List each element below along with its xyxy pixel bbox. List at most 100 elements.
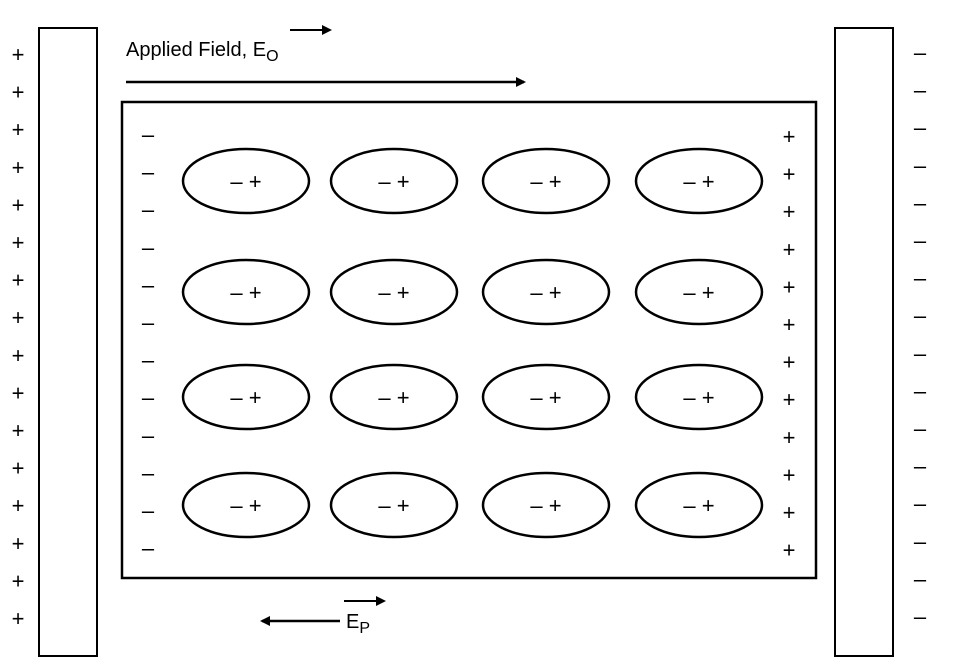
surface-charge-minus: –: [142, 460, 155, 485]
plate-charge-minus: –: [914, 416, 927, 441]
dipole: – +: [329, 258, 459, 326]
dipole-label: – +: [530, 280, 561, 305]
dipole-label: – +: [230, 169, 261, 194]
plate-charge-minus: –: [914, 341, 927, 366]
dipole: – +: [481, 471, 611, 539]
left-plate-charges: ++++++++++++++++: [12, 42, 25, 631]
surface-charge-plus: +: [783, 274, 796, 299]
plate-charge-plus: +: [12, 531, 25, 556]
surface-charge-minus: –: [142, 235, 155, 260]
surface-charge-minus: –: [142, 348, 155, 373]
surface-charge-plus: +: [783, 124, 796, 149]
surface-charge-plus: +: [783, 387, 796, 412]
surface-charge-plus: +: [783, 162, 796, 187]
plate-charge-minus: –: [914, 115, 927, 140]
surface-charge-plus: +: [783, 500, 796, 525]
dipole-label: – +: [530, 385, 561, 410]
dipole-label: – +: [378, 169, 409, 194]
plate-charge-plus: +: [12, 380, 25, 405]
surface-charge-plus: +: [783, 425, 796, 450]
dipole: – +: [634, 147, 764, 215]
dipole-ellipse: [481, 147, 611, 215]
dipole-label: – +: [378, 280, 409, 305]
dipole-ellipse: [634, 258, 764, 326]
dipole: – +: [634, 471, 764, 539]
dipole-ellipse: [634, 147, 764, 215]
dipole-ellipse: [329, 147, 459, 215]
plate-charge-minus: –: [914, 190, 927, 215]
dipole: – +: [329, 471, 459, 539]
plate-charge-minus: –: [914, 378, 927, 403]
surface-charge-plus: +: [783, 312, 796, 337]
dipole-ellipse: [329, 258, 459, 326]
surface-charge-minus: –: [142, 385, 155, 410]
left-plate: [38, 27, 98, 657]
surface-charge-plus: +: [783, 538, 796, 563]
polarization-field-symbol: E: [346, 611, 359, 633]
dipole: – +: [329, 363, 459, 431]
dipole-label: – +: [230, 385, 261, 410]
plate-charge-plus: +: [12, 192, 25, 217]
plate-charge-plus: +: [12, 42, 25, 67]
dipole-label: – +: [683, 280, 714, 305]
dipole: – +: [181, 471, 311, 539]
plate-charge-minus: –: [914, 454, 927, 479]
surface-charge-minus: –: [142, 160, 155, 185]
dipole: – +: [481, 258, 611, 326]
dipole-label: – +: [378, 385, 409, 410]
plate-charge-plus: +: [12, 606, 25, 631]
dipole-label: – +: [683, 385, 714, 410]
applied-field-text: Applied Field,: [126, 39, 253, 61]
dipole: – +: [481, 147, 611, 215]
plate-charge-plus: +: [12, 343, 25, 368]
dipole-ellipse: [181, 363, 311, 431]
dipole-ellipse: [329, 471, 459, 539]
applied-field-label: Applied Field, EO: [126, 39, 279, 65]
plate-charge-minus: –: [914, 566, 927, 591]
plate-charge-minus: –: [914, 491, 927, 516]
dipole-ellipse: [181, 258, 311, 326]
dipole: – +: [634, 363, 764, 431]
dipole-ellipse: [181, 147, 311, 215]
plate-charge-plus: +: [12, 568, 25, 593]
plate-charge-minus: –: [914, 78, 927, 103]
dipole-label: – +: [230, 493, 261, 518]
dipole-label: – +: [230, 280, 261, 305]
dipole-ellipse: [481, 258, 611, 326]
plate-charge-minus: –: [914, 266, 927, 291]
plate-charge-minus: –: [914, 529, 927, 554]
surface-charge-minus: –: [142, 272, 155, 297]
plate-charge-plus: +: [12, 493, 25, 518]
plate-charge-minus: –: [914, 228, 927, 253]
plate-charge-plus: +: [12, 155, 25, 180]
dipole-grid: – +– +– +– +– +– +– +– +– +– +– +– +– +–…: [181, 147, 764, 539]
dipole: – +: [181, 147, 311, 215]
dipole: – +: [481, 363, 611, 431]
dipole-ellipse: [634, 363, 764, 431]
surface-charge-minus: –: [142, 498, 155, 523]
plate-charge-plus: +: [12, 268, 25, 293]
plate-charge-plus: +: [12, 117, 25, 142]
plate-charge-plus: +: [12, 418, 25, 443]
polarization-field-label: EP: [346, 611, 370, 637]
applied-field-symbol: E: [253, 39, 266, 61]
dipole-label: – +: [683, 169, 714, 194]
surface-charge-minus: –: [142, 122, 155, 147]
dipole: – +: [329, 147, 459, 215]
dipole-label: – +: [683, 493, 714, 518]
plate-charge-minus: –: [914, 153, 927, 178]
dielectric-right-surface-charges: ++++++++++++: [783, 124, 796, 563]
surface-charge-plus: +: [783, 237, 796, 262]
plate-charge-plus: +: [12, 305, 25, 330]
plate-charge-plus: +: [12, 456, 25, 481]
surface-charge-minus: –: [142, 536, 155, 561]
dipole-ellipse: [481, 471, 611, 539]
surface-charge-minus: –: [142, 423, 155, 448]
dielectric-left-surface-charges: – – – – – – – – – – – –: [142, 122, 155, 561]
surface-charge-minus: –: [142, 310, 155, 335]
polarization-field-subscript: P: [359, 620, 370, 637]
surface-charge-plus: +: [783, 350, 796, 375]
surface-charge-minus: –: [142, 197, 155, 222]
plate-charge-minus: –: [914, 40, 927, 65]
